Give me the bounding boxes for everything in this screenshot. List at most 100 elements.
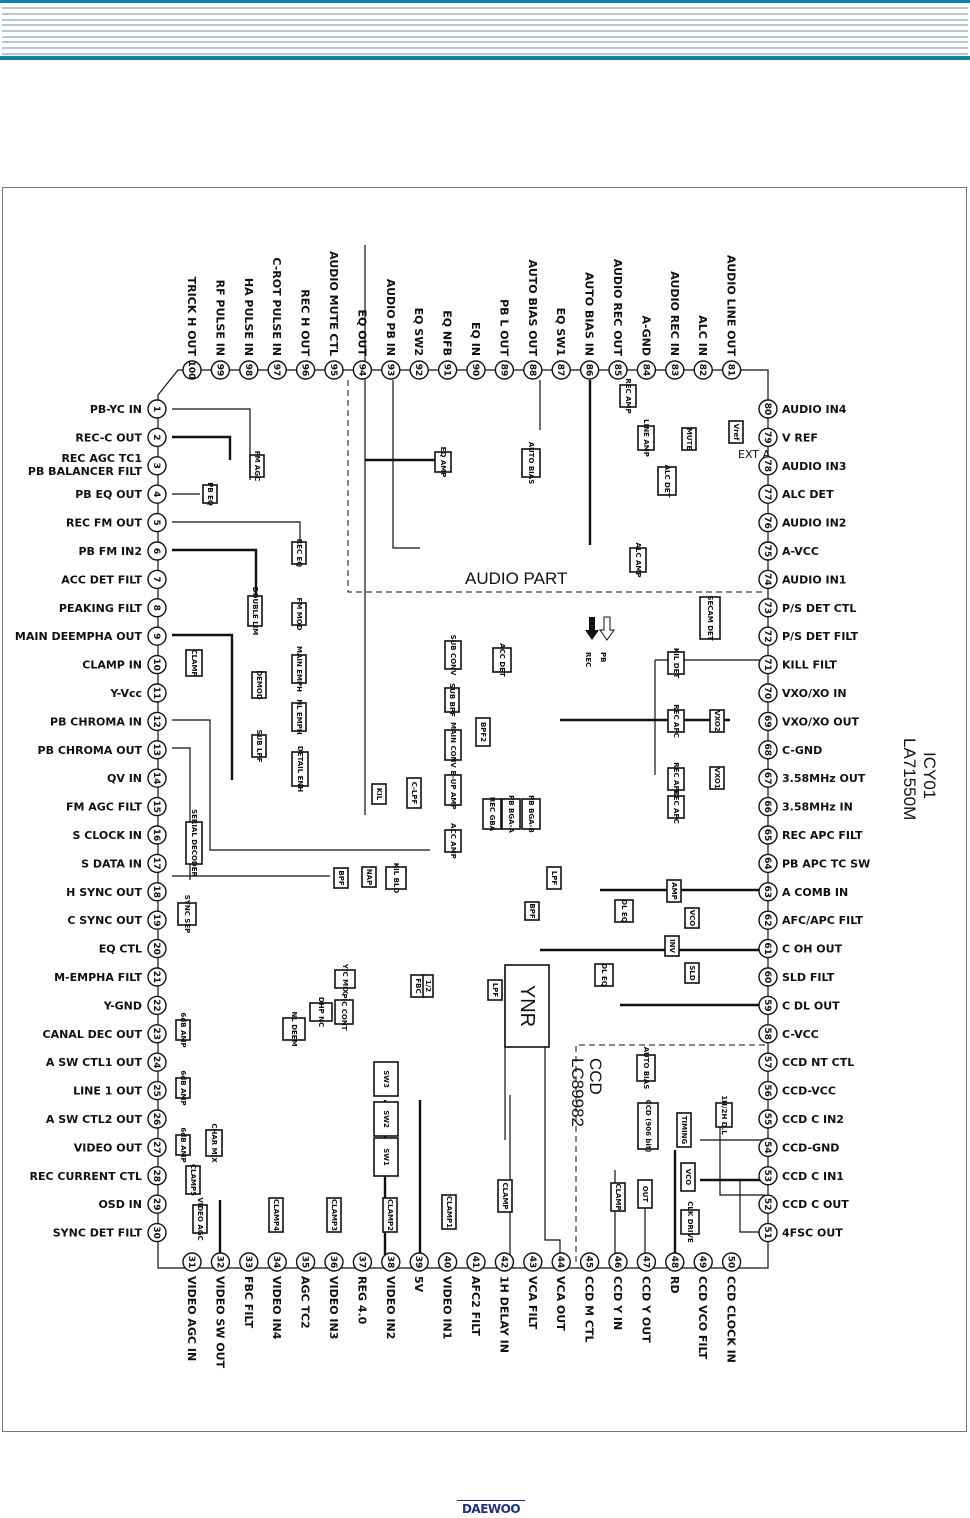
- block-box: [501, 798, 521, 830]
- pin-label: S DATA IN: [81, 857, 142, 870]
- pin-circle: [147, 683, 167, 703]
- pin-circle: [381, 360, 401, 380]
- pin-circle: [758, 456, 778, 476]
- block-label: CCD (906 bit): [644, 1100, 652, 1153]
- pin-number: 42: [498, 1256, 508, 1269]
- pin-label: SLD FILT: [782, 971, 835, 984]
- block-vxo2: VXO2: [709, 709, 725, 733]
- block-auto-bias: AUTO BIAS: [521, 442, 541, 484]
- pin-label: VIDEO IN1: [441, 1276, 454, 1339]
- pin-number: 18: [151, 886, 161, 899]
- pin-circle: [758, 683, 778, 703]
- block-pb-bga-a: PB BGA-A: [501, 795, 521, 833]
- pin-circle: [758, 967, 778, 987]
- pin-number: 83: [669, 364, 679, 377]
- pin-number: 17: [151, 857, 161, 870]
- pin-number: 31: [186, 1256, 196, 1269]
- pin-circle: [523, 1252, 543, 1272]
- block-box: [497, 1179, 513, 1213]
- legend-pb: PB: [599, 652, 607, 662]
- block-label: SW2: [382, 1110, 390, 1128]
- block-box: [282, 1017, 306, 1041]
- header-rule: [2, 47, 968, 49]
- pin-label: AFC2 FILT: [469, 1276, 482, 1336]
- block-box: [406, 777, 422, 809]
- pin-circle: [324, 360, 344, 380]
- pin-circle: [381, 1252, 401, 1272]
- block-label: CLAMP4: [272, 1199, 280, 1231]
- block-dl-eq-2: DL EQ: [594, 963, 614, 987]
- block-label: CLAMP1: [445, 1196, 453, 1228]
- pin-label: CCD C IN2: [782, 1113, 844, 1126]
- pin-circle: [758, 796, 778, 817]
- pin-circle: [758, 569, 778, 590]
- pin-label: PB CHROMA IN: [50, 715, 142, 728]
- pin-number: 54: [762, 1141, 772, 1154]
- block-box: [444, 729, 462, 761]
- block-label: ALC DET: [663, 465, 671, 498]
- pin-number: 56: [762, 1084, 772, 1097]
- block-box: [709, 709, 725, 733]
- pin-circle: [147, 796, 167, 817]
- block-label: CLAMP3: [330, 1199, 338, 1231]
- pin-label: CCD Y OUT: [639, 1276, 652, 1343]
- pin-number: 46: [612, 1256, 622, 1269]
- block-amp-6db-3: 6dB AMP: [175, 1127, 191, 1163]
- block-box: [291, 702, 307, 732]
- block-label: SYNC SEP: [183, 895, 191, 934]
- pin-circle: [147, 1194, 167, 1214]
- block-label: PB EQ: [206, 482, 214, 506]
- block-clamp-y: CLAMP: [497, 1179, 513, 1213]
- block-label: PB BGA-A: [507, 795, 515, 833]
- block-label: FM MOD: [295, 598, 303, 631]
- block-acc-det: ACC DET: [492, 643, 512, 677]
- pin-circle: [147, 399, 167, 419]
- pin-circle: [758, 711, 778, 732]
- block-box: [504, 964, 550, 1048]
- pin-label-2: PB BALANCER FILT: [28, 465, 143, 478]
- pin-label: AUDIO IN2: [782, 517, 846, 530]
- pin-number: 95: [328, 364, 338, 377]
- pin-number: 76: [762, 516, 772, 529]
- block-main-emph: MAIN EMPH: [291, 646, 307, 692]
- block-label: SERIAL DECODER: [190, 809, 198, 877]
- block-box: [524, 901, 540, 921]
- pin-number: 37: [356, 1256, 366, 1269]
- pin-number: 21: [151, 971, 161, 984]
- pin-label: C-VCC: [782, 1028, 819, 1041]
- pin-circle: [147, 967, 167, 987]
- pin-label: REC AGC TC1: [61, 452, 142, 465]
- block-label: REC GBA: [488, 797, 496, 832]
- pin-circle: [210, 360, 231, 380]
- pin-number: 58: [762, 1028, 772, 1041]
- header-rule: [2, 41, 968, 43]
- pin-11: 11Y-Vcc: [109, 683, 167, 703]
- block-box: [664, 935, 680, 957]
- pin-circle: [758, 1052, 778, 1072]
- block-label: EQ AMP: [439, 447, 447, 478]
- pin-number: 55: [762, 1113, 772, 1126]
- block-clamp2: CLAMP2: [382, 1197, 398, 1233]
- pin-97: 97C-ROT PULSE IN: [267, 257, 287, 380]
- block-label: NL DEEM: [290, 1011, 298, 1046]
- pin-label: EQ NFB: [441, 310, 454, 356]
- pin-label: CCD CLOCK IN: [725, 1276, 738, 1363]
- block-label: DETAIL ENH: [296, 746, 304, 792]
